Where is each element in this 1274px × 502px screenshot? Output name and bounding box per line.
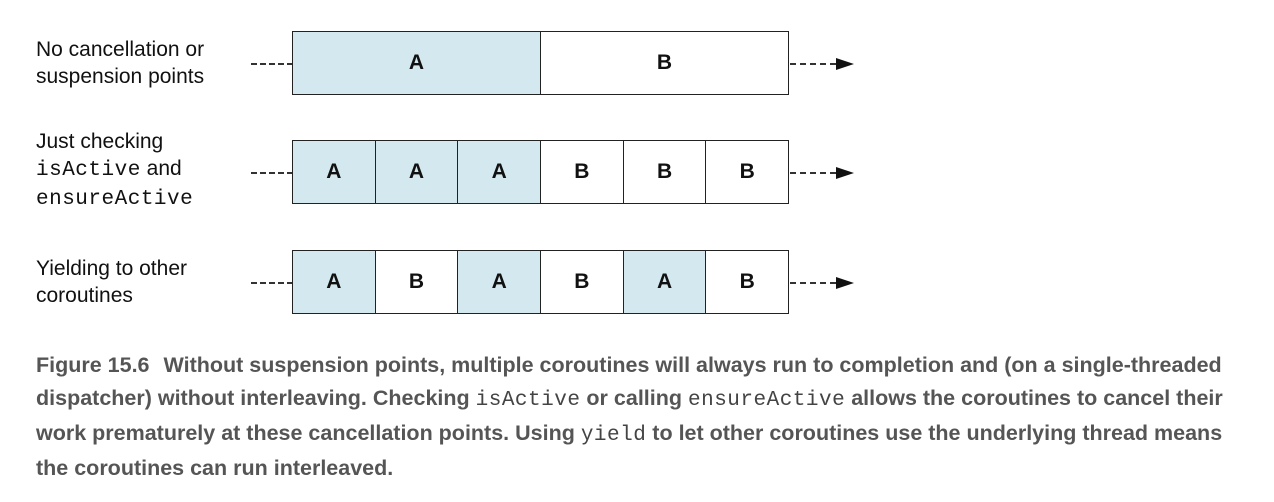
tail-dash-line bbox=[790, 282, 836, 284]
row-label-no-cancellation: No cancellation or suspension points bbox=[36, 36, 204, 90]
segment-a: A bbox=[293, 32, 541, 94]
lead-dash-line bbox=[251, 63, 293, 65]
lead-dash-line bbox=[251, 172, 293, 174]
label-text: coroutines bbox=[36, 284, 133, 307]
lead-dash-line bbox=[251, 282, 293, 284]
tail-dash-line bbox=[790, 63, 836, 65]
segment-b: B bbox=[706, 141, 789, 203]
segment-a: A bbox=[458, 251, 542, 313]
caption-text: to let other coroutines use the underlyi… bbox=[36, 421, 1223, 480]
caption-text: allows the coroutines to cancel their wo… bbox=[36, 386, 1223, 445]
code-term: isActive bbox=[36, 159, 141, 182]
row-label-just-checking: Just checking isActive and ensureActive bbox=[36, 128, 193, 213]
caption-text: or calling bbox=[580, 386, 688, 410]
label-text: Just checking bbox=[36, 130, 164, 153]
tail-dash-line bbox=[790, 172, 836, 174]
segment-a: A bbox=[375, 141, 459, 203]
figure-number: Figure 15.6 bbox=[36, 353, 150, 377]
segment-b: B bbox=[541, 32, 788, 94]
caption-code-term: ensureActive bbox=[687, 389, 846, 412]
code-term: ensureActive bbox=[36, 188, 194, 211]
caption-body: Without suspension points, multiple coro… bbox=[36, 353, 1223, 480]
arrow-head-icon bbox=[836, 167, 854, 179]
segment-b: B bbox=[623, 141, 707, 203]
arrow-head-icon bbox=[836, 277, 854, 289]
arrow-head-icon bbox=[836, 58, 854, 70]
segment-b: B bbox=[375, 251, 459, 313]
caption-code-term: isActive bbox=[475, 389, 581, 412]
caption-code-term: yield bbox=[580, 424, 647, 447]
label-text: No cancellation or bbox=[36, 38, 205, 61]
label-text: suspension points bbox=[36, 65, 205, 88]
segment-a: A bbox=[293, 251, 376, 313]
label-text: and bbox=[140, 157, 182, 180]
segment-a: A bbox=[293, 141, 376, 203]
row-label-yielding: Yielding to other coroutines bbox=[36, 255, 187, 309]
segment-b: B bbox=[706, 251, 789, 313]
segment-b: B bbox=[541, 141, 624, 203]
segment-a: A bbox=[623, 251, 707, 313]
caption-text: Without suspension points, multiple coro… bbox=[36, 353, 1222, 410]
segment-a: A bbox=[458, 141, 542, 203]
label-text: Yielding to other bbox=[36, 257, 187, 280]
segment-b: B bbox=[541, 251, 624, 313]
